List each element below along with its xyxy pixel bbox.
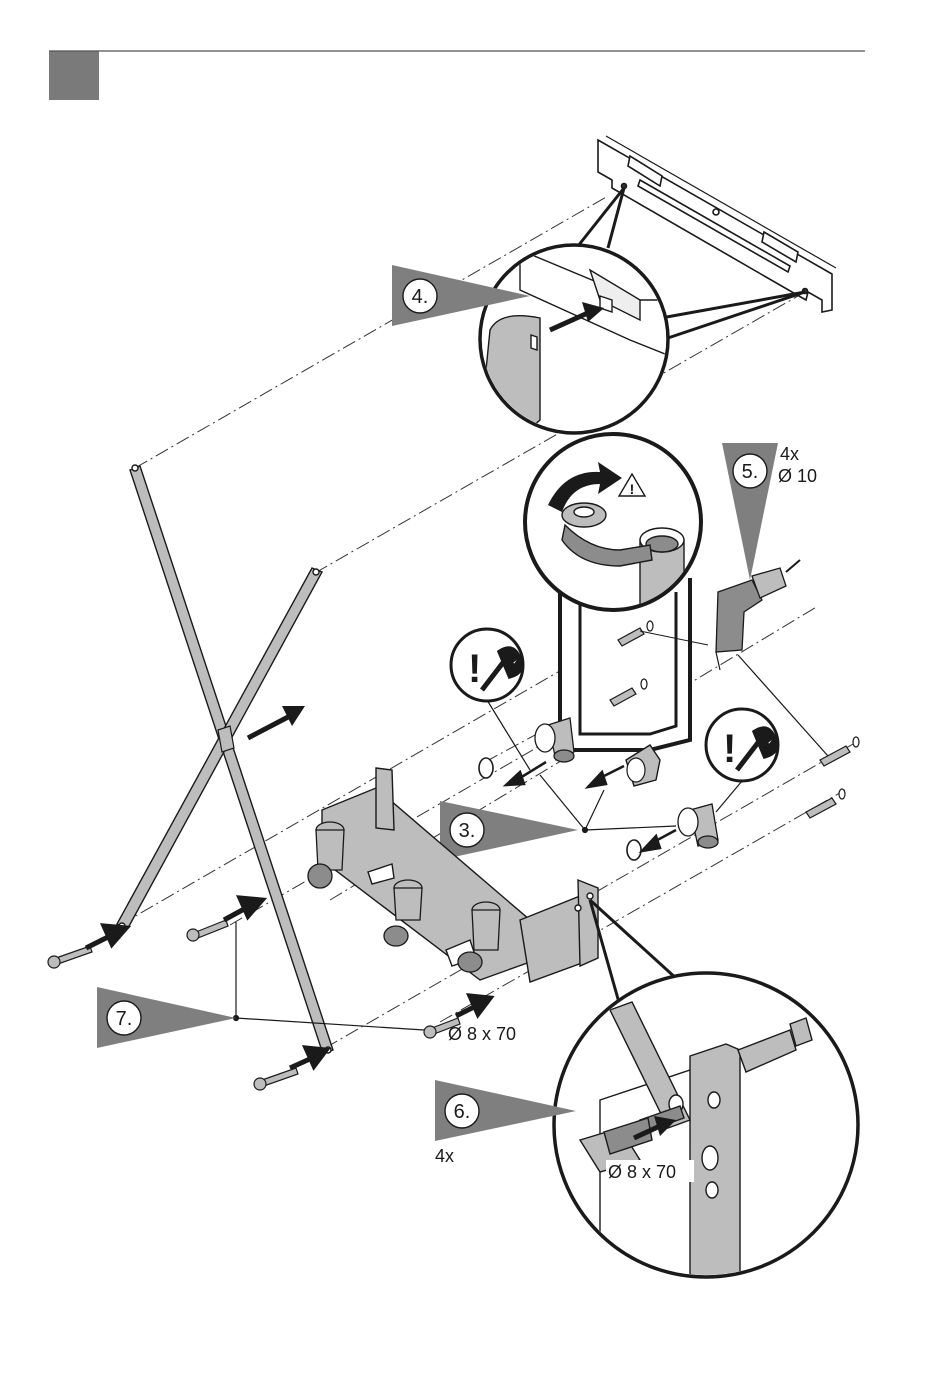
step-number-6: 6. [454, 1101, 471, 1123]
step-number-5: 5. [742, 461, 759, 483]
svg-text:!: ! [630, 481, 635, 497]
torque-wrench-icon: ! [706, 709, 778, 812]
step-marker-3: 3. [440, 801, 578, 860]
section-marker [49, 51, 99, 100]
step5-drill-size: Ø 10 [778, 466, 817, 486]
torque-wrench-icon: ! [451, 629, 530, 770]
step-number-3: 3. [459, 820, 476, 842]
step-number-7: 7. [116, 1008, 133, 1030]
step7-bolt-size: Ø 8 x 70 [448, 1024, 516, 1044]
detail-magnifier-step6: Ø 8 x 70 [554, 973, 858, 1292]
elbow-fitting-left [535, 718, 574, 762]
seal-ring-left [479, 758, 493, 778]
connection-rail [322, 768, 598, 982]
detail-magnifier-step4 [480, 245, 680, 433]
seal-ring-right [627, 840, 641, 860]
support-strut-right [117, 568, 322, 929]
drill-icon [716, 560, 800, 670]
support-strut-left [130, 465, 333, 1054]
step-marker-5: 5. [722, 443, 778, 580]
direction-arrow [248, 706, 305, 738]
step5-quantity: 4x [780, 444, 799, 464]
svg-text:!: ! [723, 727, 736, 771]
step-marker-7: 7. [97, 987, 236, 1048]
step6-quantity: 4x [435, 1146, 454, 1166]
step-number-4: 4. [412, 286, 429, 308]
step3-leader [540, 775, 676, 833]
step6-bolt-size: Ø 8 x 70 [608, 1162, 676, 1182]
svg-text:!: ! [468, 647, 481, 691]
